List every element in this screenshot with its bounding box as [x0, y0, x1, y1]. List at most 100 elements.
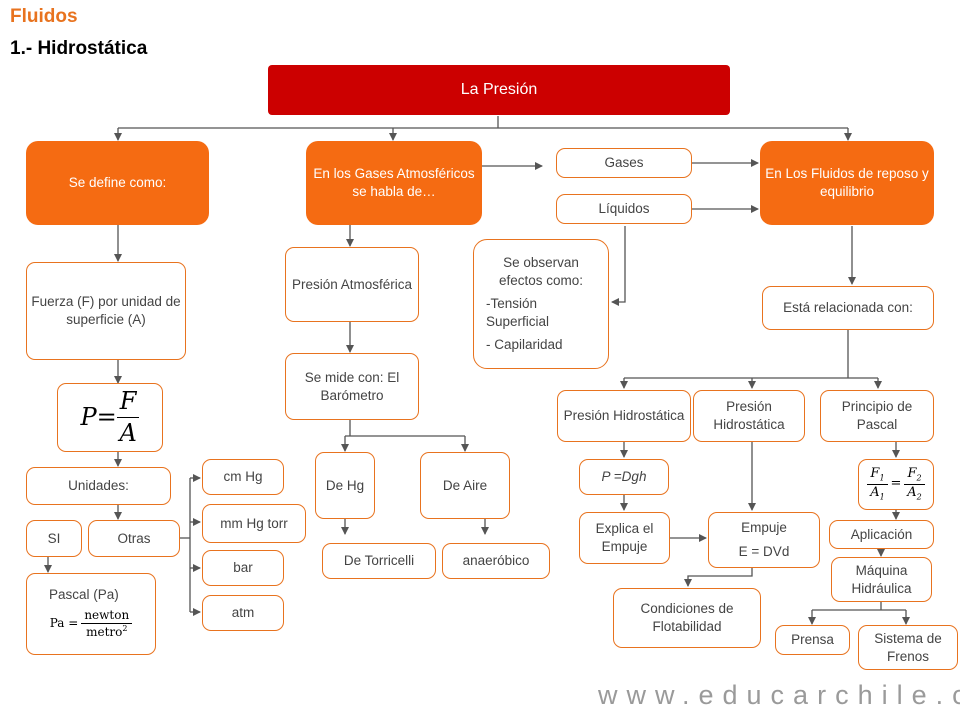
- pascal-formula-left: F1 A1: [867, 466, 888, 503]
- gases-label: Gases: [604, 155, 644, 171]
- branch-fluidos: En Los Fluidos de reposo y equilibrio: [760, 141, 934, 225]
- mide-label: Se mide con: El Barómetro: [304, 369, 400, 403]
- node-cmhg: cm Hg: [202, 459, 284, 495]
- presion-atm-label: Presión Atmosférica: [291, 276, 413, 292]
- node-condiciones: Condiciones de Flotabilidad: [613, 588, 761, 648]
- pa-formula-num: newton: [81, 608, 133, 625]
- otras-item-2: bar: [233, 560, 253, 576]
- node-liquidos: Líquidos: [556, 194, 692, 224]
- pascal-formula-a2-wrap: A2: [907, 485, 921, 503]
- explica-label: Explica el Empuje: [595, 521, 654, 554]
- efectos-capilaridad: - Capilaridad: [486, 337, 563, 353]
- pa-formula-exp: 2: [122, 624, 128, 634]
- node-otras: Otras: [88, 520, 180, 557]
- aplicacion-label: Aplicación: [850, 526, 913, 542]
- ph1-label: Presión Hidrostática: [563, 408, 685, 424]
- node-gases: Gases: [556, 148, 692, 178]
- empuje-formula: E = DVd: [738, 544, 790, 559]
- pascal-formula-sa1: 1: [879, 492, 885, 502]
- watermark: www.educarchile.cl: [598, 680, 960, 710]
- node-si: SI: [26, 520, 82, 557]
- node-aire: De Aire: [420, 452, 510, 519]
- otras-item-3: atm: [231, 605, 255, 621]
- node-mide: Se mide con: El Barómetro: [285, 353, 419, 420]
- pascal-formula-a1: A: [870, 485, 880, 500]
- node-pascal-unit: Pascal (Pa) Pa = newton metro2: [26, 573, 156, 655]
- pascal-unit-label: Pascal (Pa): [49, 587, 119, 602]
- anaerobico-label: anaeróbico: [462, 553, 530, 569]
- node-prensa: Prensa: [775, 625, 850, 655]
- torricelli-label: De Torricelli: [343, 553, 415, 569]
- pascal-formula-a2: A: [907, 485, 917, 500]
- pascal-formula-a1-wrap: A1: [870, 485, 884, 503]
- fuerza-label: Fuerza (F) por unidad de superficie (A): [31, 294, 181, 327]
- pascal-formula-s1: 1: [879, 473, 885, 483]
- root-label: La Presión: [460, 80, 538, 98]
- node-empuje: Empuje E = DVd: [708, 512, 820, 568]
- node-atm: atm: [202, 595, 284, 631]
- node-ph2: Presión Hidrostática: [693, 390, 805, 442]
- node-pdgh: P =Dgh: [579, 459, 669, 495]
- branch-gases-atm: En los Gases Atmosféricos se habla de…: [306, 141, 482, 225]
- node-unidades: Unidades:: [26, 467, 171, 505]
- node-hg: De Hg: [315, 452, 375, 519]
- root-node: La Presión: [268, 65, 730, 115]
- node-presion-atm: Presión Atmosférica: [285, 247, 419, 322]
- formula-p-lhs: P=: [80, 402, 117, 431]
- node-ph1: Presión Hidrostática: [557, 390, 691, 442]
- condiciones-label: Condiciones de Flotabilidad: [640, 601, 734, 634]
- pascal-formula-f2: F: [907, 466, 917, 482]
- node-maquina: Máquina Hidráulica: [831, 557, 932, 602]
- relacionada-label: Está relacionada con:: [783, 300, 913, 316]
- pa-formula-lhs: Pa =: [49, 616, 79, 631]
- branch-define-label: Se define como:: [68, 175, 167, 191]
- aire-label: De Aire: [442, 477, 488, 493]
- node-bar: bar: [202, 550, 284, 586]
- pa-formula-fraction: newton metro2: [81, 608, 133, 641]
- pa-formula: Pa = newton metro2: [49, 608, 133, 641]
- formula-p-num: F: [116, 386, 140, 418]
- efectos-intro: Se observan efectos como:: [498, 255, 584, 288]
- unidades-label: Unidades:: [68, 478, 129, 494]
- liquidos-label: Líquidos: [598, 201, 650, 217]
- node-explica: Explica el Empuje: [579, 512, 670, 564]
- si-label: SI: [47, 530, 61, 546]
- pa-formula-den: metro: [86, 625, 123, 640]
- node-formula-p: P= F A: [57, 383, 163, 452]
- pascal-formula-sa2: 2: [916, 492, 922, 502]
- pascal-formula-f2-wrap: F2: [904, 466, 925, 485]
- pdgh-label: P =Dgh: [601, 469, 647, 485]
- pascal-principle-label: Principio de Pascal: [841, 399, 913, 432]
- pascal-formula: F1 A1 = F2 A2: [867, 466, 925, 503]
- branch-fluidos-label: En Los Fluidos de reposo y equilibrio: [765, 166, 929, 199]
- pascal-formula-right: F2 A2: [904, 466, 925, 503]
- efectos-tension: -Tensión Superficial: [486, 296, 550, 329]
- pascal-formula-s2: 2: [916, 473, 922, 483]
- formula-p-fraction: F A: [116, 386, 140, 449]
- otras-label: Otras: [117, 530, 151, 546]
- pascal-formula-f1: F: [870, 466, 880, 482]
- node-pascal-formula: F1 A1 = F2 A2: [858, 459, 934, 510]
- pa-formula-den-wrap: metro2: [86, 624, 127, 641]
- node-frenos: Sistema de Frenos: [858, 625, 958, 670]
- node-aplicacion: Aplicación: [829, 520, 934, 549]
- pascal-formula-eq: =: [890, 476, 902, 492]
- ph2-label: Presión Hidrostática: [713, 399, 785, 432]
- branch-define: Se define como:: [26, 141, 209, 225]
- otras-item-1: mm Hg torr: [220, 515, 288, 531]
- otras-item-0: cm Hg: [223, 469, 263, 485]
- node-pascal-principle: Principio de Pascal: [820, 390, 934, 442]
- node-torricelli: De Torricelli: [322, 543, 436, 579]
- empuje-title: Empuje: [741, 520, 787, 536]
- frenos-label: Sistema de Frenos: [874, 630, 942, 664]
- topic-title: Fluidos: [10, 6, 78, 27]
- branch-gases-atm-label: En los Gases Atmosféricos se habla de…: [313, 166, 475, 199]
- node-anaerobico: anaeróbico: [442, 543, 550, 579]
- prensa-label: Prensa: [791, 632, 834, 648]
- maquina-label: Máquina Hidráulica: [851, 562, 912, 596]
- subtitle: 1.- Hidrostática: [10, 38, 148, 59]
- formula-p-den: A: [119, 419, 137, 447]
- node-fuerza: Fuerza (F) por unidad de superficie (A): [26, 262, 186, 360]
- node-relacionada: Está relacionada con:: [762, 286, 934, 330]
